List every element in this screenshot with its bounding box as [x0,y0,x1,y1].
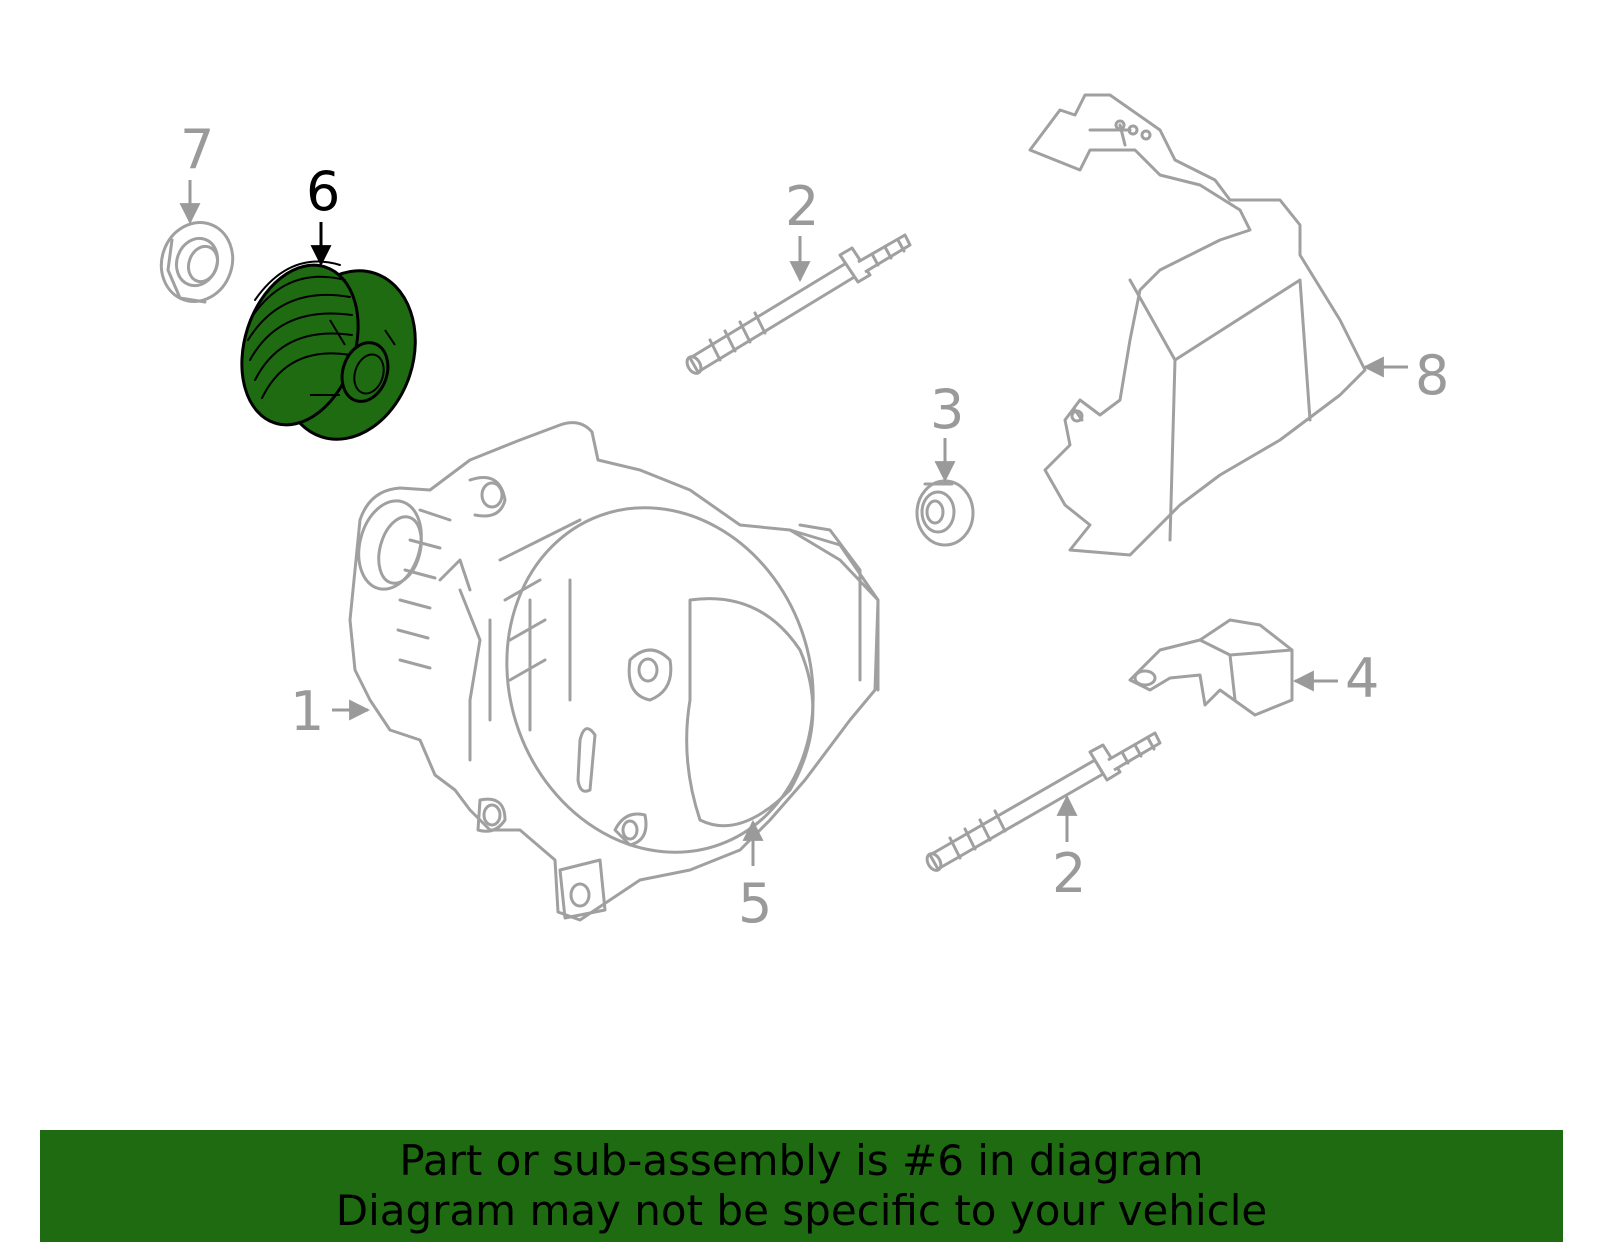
banner-line-selected-part: Part or sub-assembly is #6 in diagram [399,1136,1204,1185]
info-banner: Part or sub-assembly is #6 in diagram Di… [40,1130,1563,1242]
callout-8: 8 [1362,344,1449,407]
callout-4-number: 4 [1345,647,1379,710]
callout-1: 1 [290,680,371,743]
callout-7-number: 7 [180,118,214,181]
callout-1-number: 1 [290,680,324,743]
part-7-nut[interactable] [150,212,243,311]
callout-3: 3 [930,378,964,483]
callout-3-number: 3 [930,378,964,441]
callout-6-number: 6 [306,160,340,223]
callout-5: 5 [738,819,772,935]
banner-line-disclaimer: Diagram may not be specific to your vehi… [335,1186,1268,1235]
parts-diagram: 1 2 2 3 4 5 6 7 8 [150,93,1449,935]
callout-8-number: 8 [1415,344,1449,407]
callout-2-upper-number: 2 [785,175,819,238]
callout-2-lower-number: 2 [1052,842,1086,905]
callout-5-number: 5 [738,872,772,935]
part-2-bolt-upper[interactable] [684,233,912,376]
callout-2-lower: 2 [1052,794,1086,905]
part-4-bracket[interactable] [1128,618,1294,717]
part-8-shield[interactable] [1028,93,1367,557]
callout-2-upper: 2 [785,175,819,283]
part-1-alternator[interactable] [348,421,880,922]
callout-7: 7 [179,118,214,225]
part-3-bushing[interactable] [915,479,975,547]
part-2-bolt-lower[interactable] [924,731,1162,873]
callout-4: 4 [1292,647,1379,710]
callout-6: 6 [306,160,340,267]
part-6-pulley[interactable] [222,250,436,457]
